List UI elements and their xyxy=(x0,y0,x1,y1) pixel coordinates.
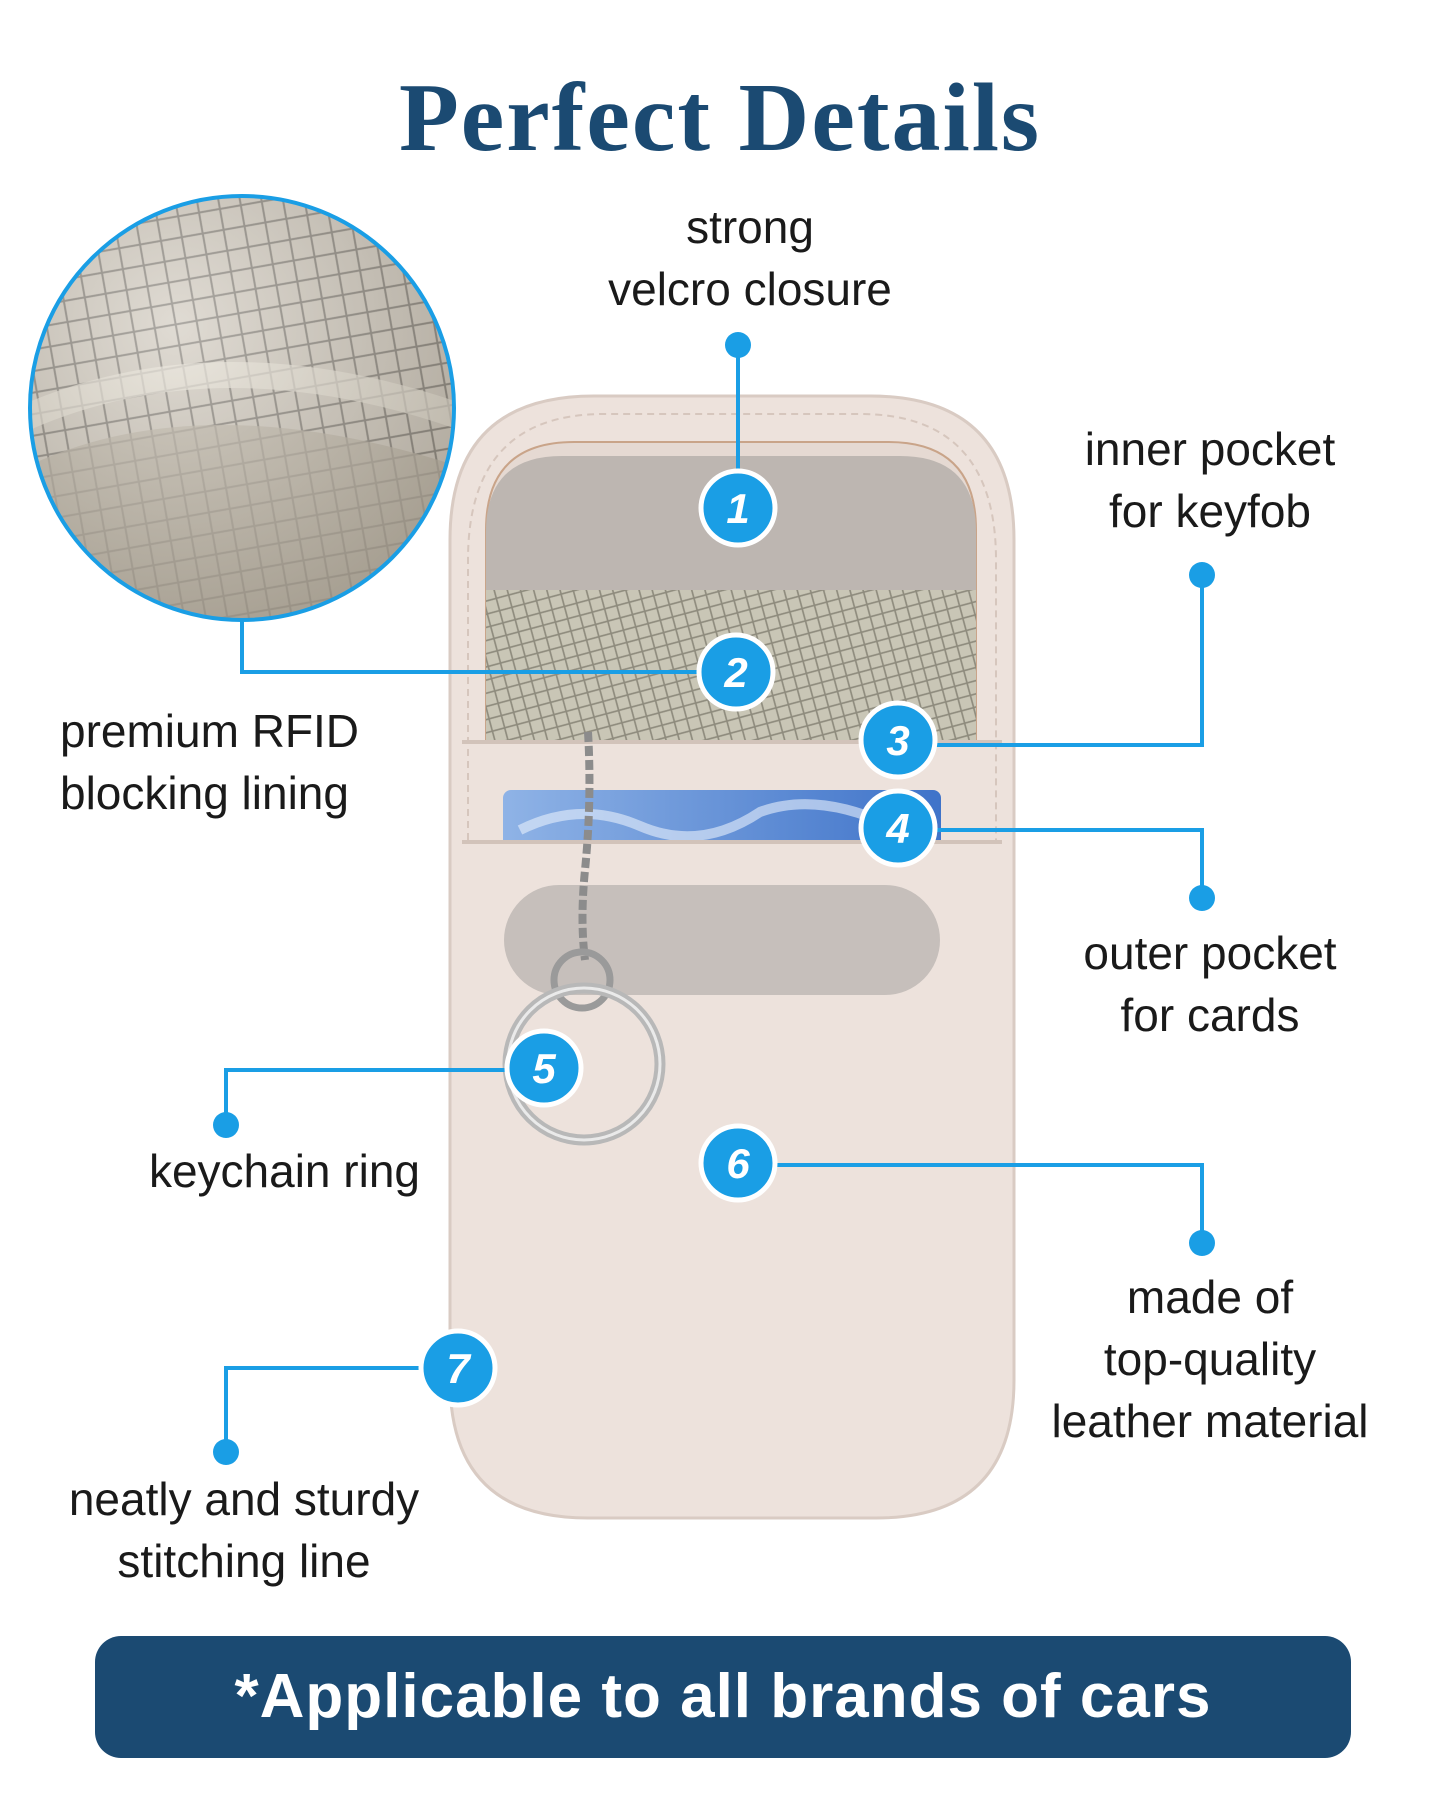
callout-label-inner-pocket: inner pocket for keyfob xyxy=(1084,423,1336,537)
svg-text:2: 2 xyxy=(723,649,747,696)
page-title: Perfect Details xyxy=(398,64,1042,172)
callout-marker-7: 7 xyxy=(418,1328,498,1408)
callout-label-leather-material: made of top-quality leather material xyxy=(1051,1271,1369,1447)
svg-text:1: 1 xyxy=(726,485,749,532)
key-fob-pouch xyxy=(448,394,1016,1520)
svg-text:6: 6 xyxy=(726,1140,750,1187)
svg-text:4: 4 xyxy=(885,805,909,852)
svg-text:5: 5 xyxy=(532,1045,556,1092)
callout-label-outer-pocket: outer pocket for cards xyxy=(1083,927,1337,1041)
callout-marker-1: 1 xyxy=(698,468,778,548)
callout-label-stitching-line: neatly and sturdy stitching line xyxy=(68,1473,420,1587)
callout-marker-2: 2 xyxy=(696,632,776,712)
lining-zoom-circle xyxy=(28,194,456,622)
callout-label-keychain-ring: keychain ring xyxy=(148,1145,420,1197)
compatibility-banner: *Applicable to all brands of cars xyxy=(95,1636,1351,1758)
callout-marker-6: 6 xyxy=(698,1123,778,1203)
callout-marker-4: 4 xyxy=(858,788,938,868)
callout-dots xyxy=(213,332,1215,1465)
svg-text:7: 7 xyxy=(446,1345,471,1392)
callout-marker-3: 3 xyxy=(858,700,938,780)
callout-connectors xyxy=(224,345,1204,1452)
callout-label-velcro-closure: strong velcro closure xyxy=(608,201,892,315)
callout-label-rfid-lining: premium RFID blocking lining xyxy=(60,705,360,819)
svg-text:3: 3 xyxy=(886,717,909,764)
callout-marker-5: 5 xyxy=(504,1028,584,1108)
